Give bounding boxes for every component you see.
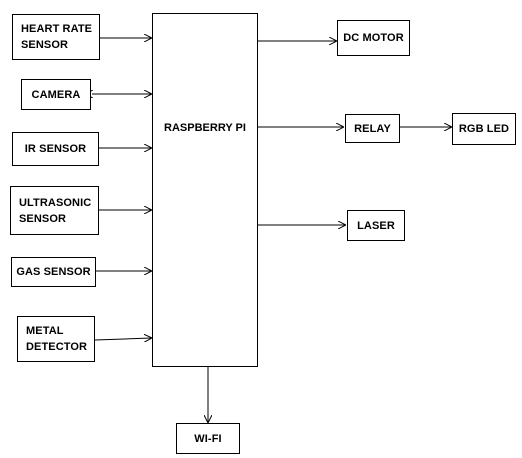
gas-sensor-block: GAS SENSOR (11, 257, 96, 287)
raspberry-pi-block (152, 13, 258, 367)
raspberry-pi-label: RASPBERRY PI (164, 122, 246, 134)
ultrasonic-sensor-label-line1: ULTRASONIC (19, 196, 92, 209)
heart-rate-sensor-label-line1: HEART RATE (21, 23, 93, 35)
wifi-label: WI-FI (194, 432, 222, 445)
ultrasonic-sensor-block: ULTRASONIC SENSOR (10, 186, 99, 235)
laser-block: LASER (347, 210, 405, 241)
relay-block: RELAY (345, 114, 400, 143)
arrow-metal-to-pi (94, 338, 151, 340)
metal-detector-block: METAL DETECTOR (17, 316, 95, 362)
ultrasonic-sensor-label-line2: SENSOR (19, 212, 67, 225)
heart-rate-sensor-block: HEART RATE SENSOR (12, 14, 100, 60)
laser-label: LASER (357, 219, 395, 232)
dc-motor-block: DC MOTOR (337, 20, 410, 56)
gas-sensor-label: GAS SENSOR (16, 266, 91, 278)
camera-label: CAMERA (31, 88, 81, 101)
relay-label: RELAY (354, 122, 391, 135)
dc-motor-label: DC MOTOR (343, 32, 404, 44)
rgb-led-block: RGB LED (452, 113, 516, 145)
camera-block: CAMERA (21, 79, 91, 110)
metal-detector-label-line1: METAL (26, 325, 64, 337)
ir-sensor-label: IR SENSOR (24, 143, 87, 155)
metal-detector-label-line2: DETECTOR (26, 341, 88, 353)
ir-sensor-block: IR SENSOR (12, 132, 99, 166)
heart-rate-sensor-label-line2: SENSOR (21, 39, 69, 51)
rgb-led-label: RGB LED (458, 123, 510, 135)
wifi-block: WI-FI (176, 423, 240, 454)
